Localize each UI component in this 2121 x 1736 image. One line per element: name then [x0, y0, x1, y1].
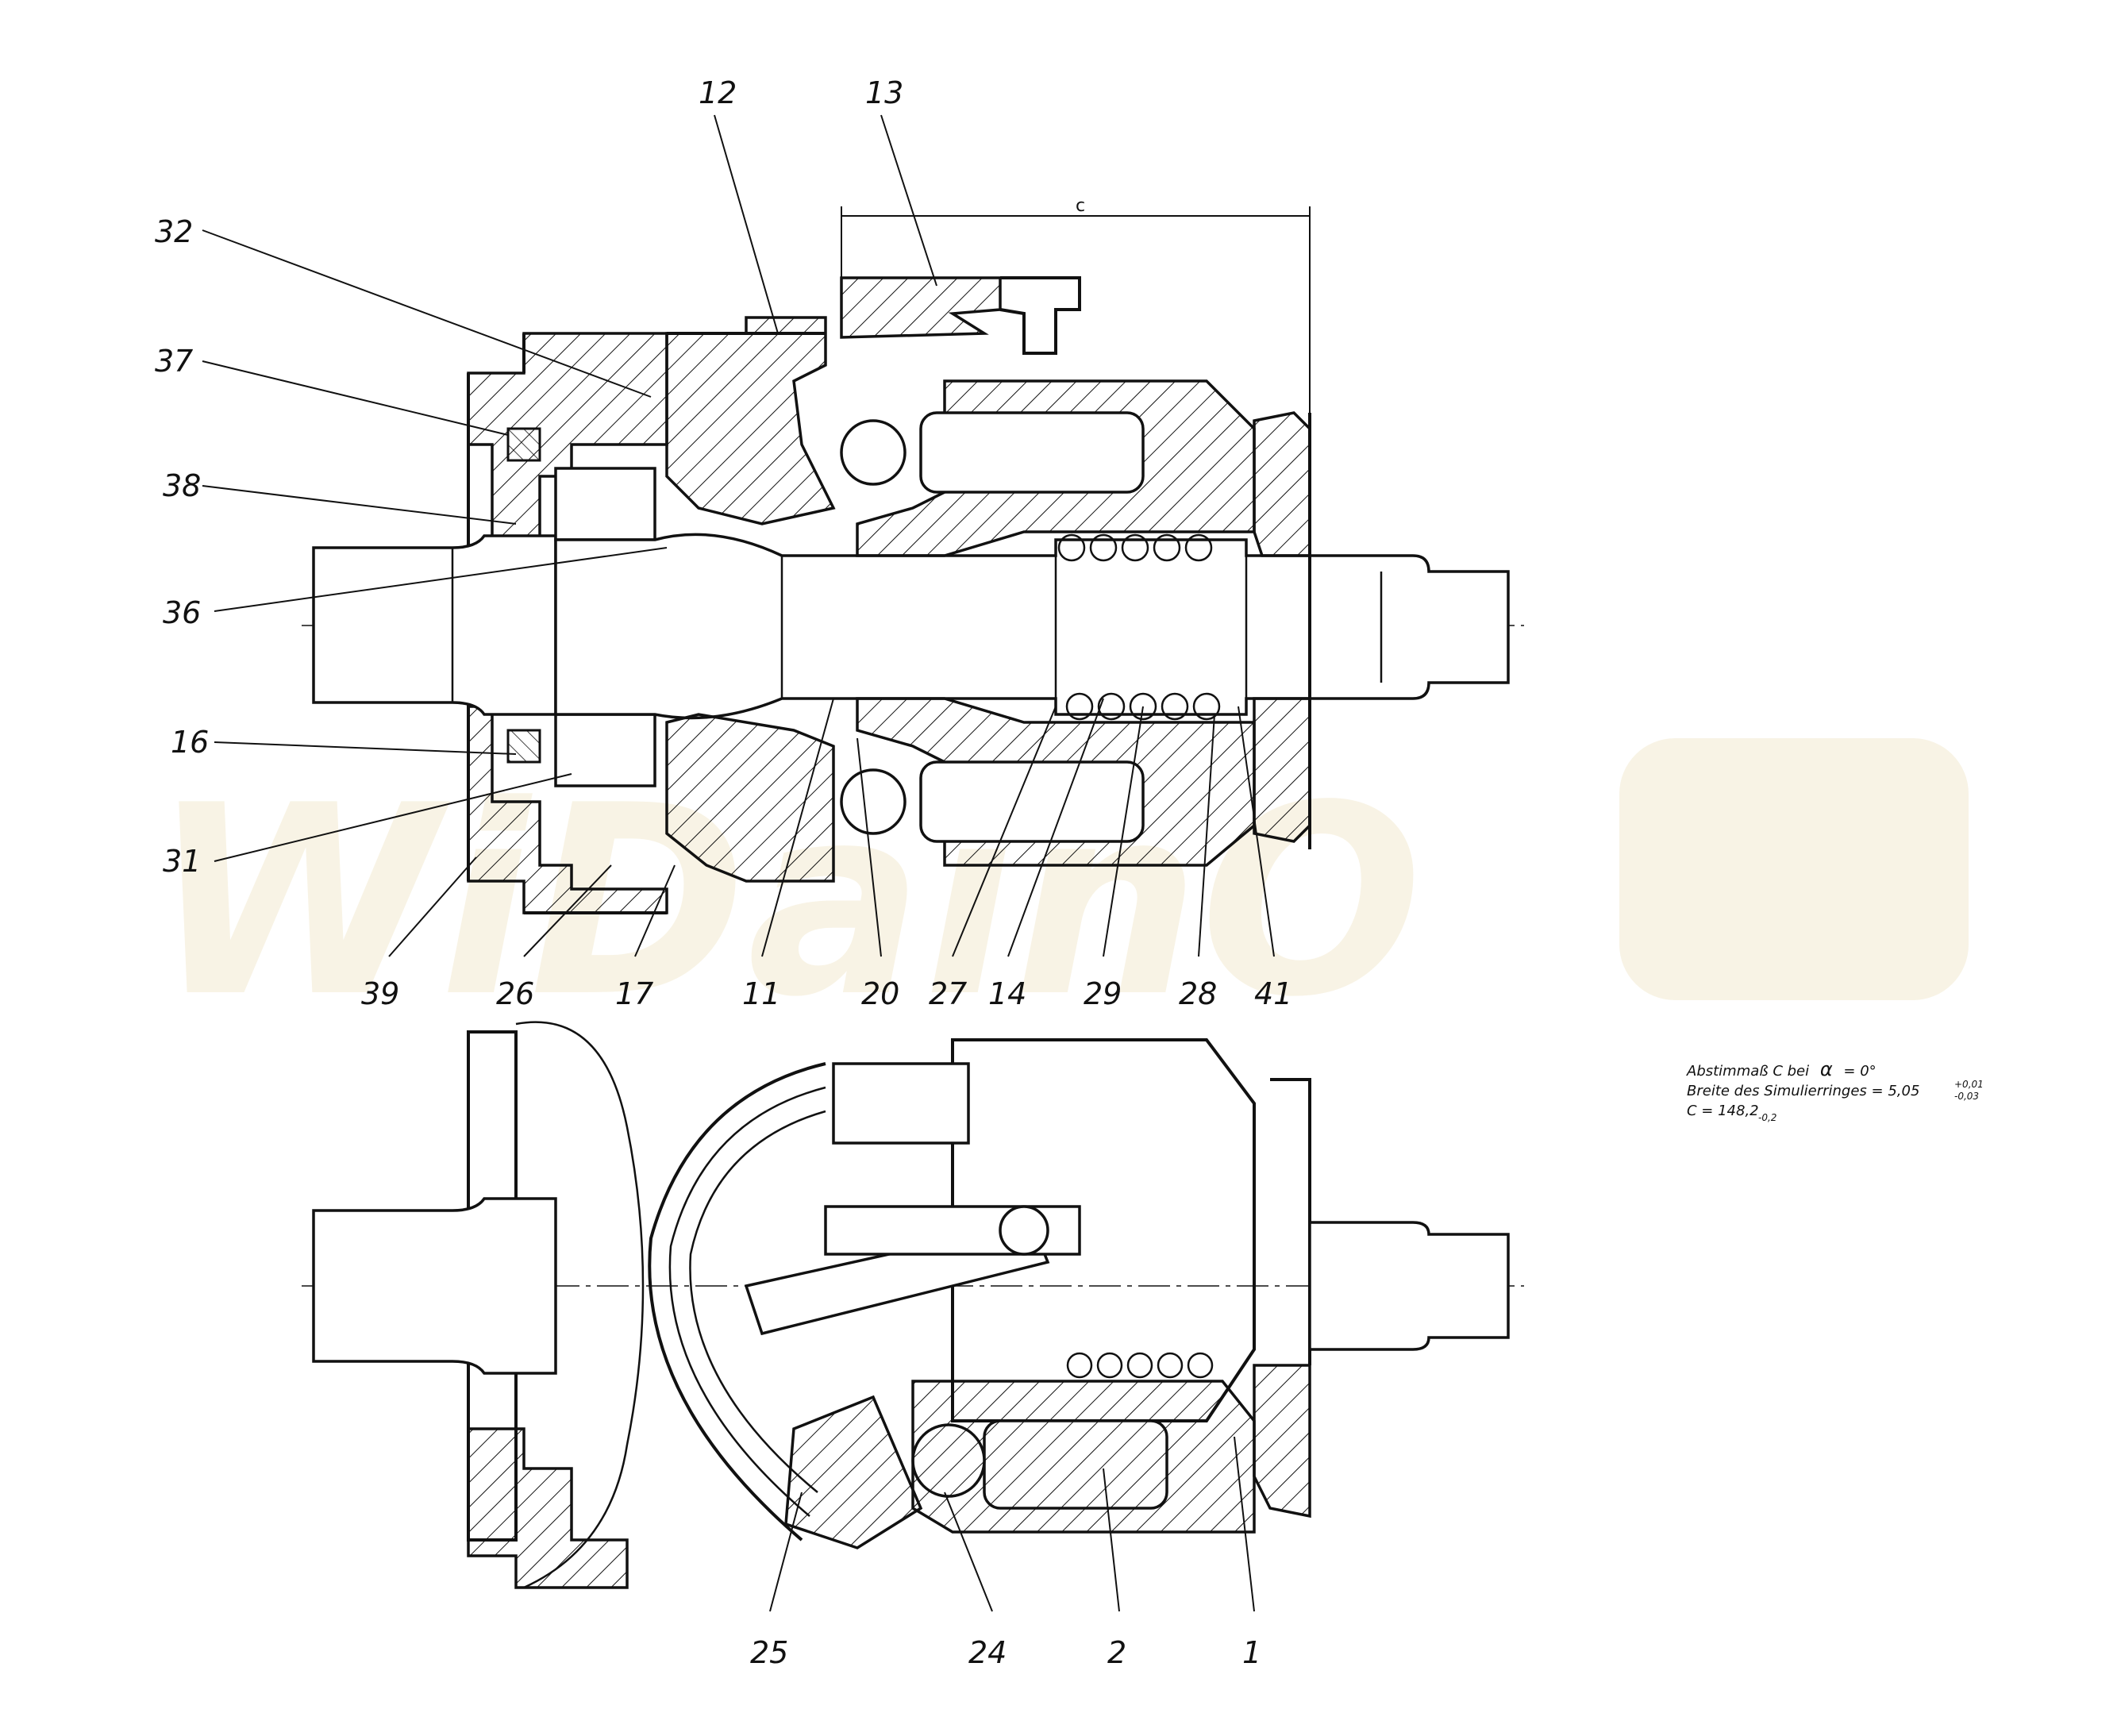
bottom-input-shaft [312, 1197, 557, 1375]
watermark-tractor-badge [1619, 738, 1969, 1000]
callout-12: 12 [699, 75, 737, 110]
bearing-left-upper [554, 467, 656, 541]
note-line-1: Abstimmaß C bei α = 0° [1686, 1058, 1877, 1080]
note-line-1-alpha: α [1820, 1058, 1833, 1080]
callout-16: 16 [171, 725, 209, 760]
bottom-port-plate [1253, 1364, 1311, 1519]
spring-coils-upper [1057, 533, 1213, 562]
seal-38-upper [506, 427, 541, 462]
note-line-1-prefix: Abstimmaß C bei [1686, 1063, 1809, 1080]
piston-upper [919, 411, 1145, 494]
callout-41: 41 [1254, 976, 1292, 1011]
callout-37: 37 [155, 344, 193, 379]
callout-27: 27 [929, 976, 967, 1011]
callout-26: 26 [496, 976, 534, 1011]
lever-13-end [999, 276, 1081, 355]
callout-36: 36 [163, 595, 201, 630]
leader-lines [202, 114, 1275, 1612]
callout-29: 29 [1084, 976, 1122, 1011]
callout-25: 25 [750, 1635, 788, 1670]
piston-ball-lower [840, 768, 907, 835]
note-line-3: C = 148,2 [1687, 1103, 1759, 1119]
bottom-piston-upper [832, 1062, 970, 1145]
swash-yoke-arc-mid [668, 1086, 826, 1517]
bottom-swash-plate-25 [784, 1395, 923, 1549]
swash-yoke-arc-inner [689, 1110, 826, 1493]
piston-ball-upper [840, 419, 907, 486]
note-line-2-prefix: Breite des Simulierringes = 5,05 [1687, 1083, 1919, 1099]
callouts: 12 13 32 37 38 36 16 31 39 26 17 11 20 2… [155, 75, 1292, 1670]
callout-14: 14 [988, 976, 1026, 1011]
note-line-3-prefix: C = 148,2 [1687, 1103, 1759, 1119]
seal-16-lower [506, 729, 541, 764]
bottom-spring-coils [1066, 1352, 1214, 1379]
lever-13 [840, 276, 1002, 339]
control-pin [999, 1205, 1049, 1256]
bottom-output-shaft [1308, 1221, 1510, 1351]
housing-12-lower [665, 713, 835, 883]
callout-11: 11 [742, 976, 780, 1011]
note-line-3-tolerance: -0,2 [1758, 1112, 1776, 1123]
swash-yoke-arc-outer [648, 1062, 826, 1542]
callout-31: 31 [163, 844, 201, 879]
port-plate-lower [1253, 697, 1311, 843]
bottom-barrel-hatched [911, 1380, 1256, 1534]
callout-24: 24 [968, 1635, 1007, 1670]
bottom-left-flange-lower [467, 1427, 629, 1589]
note-line-2: Breite des Simulierringes = 5,05 [1687, 1083, 1919, 1099]
callout-20: 20 [861, 976, 899, 1011]
dimension-c: c [841, 196, 1311, 413]
adjustment-notes: Abstimmaß C bei α = 0° Breite des Simuli… [1686, 1058, 1984, 1123]
callout-2: 2 [1107, 1635, 1126, 1670]
callout-13: 13 [865, 75, 903, 110]
input-shaft-left [312, 534, 557, 716]
callout-1: 1 [1242, 1635, 1261, 1670]
note-line-1-suffix: = 0° [1843, 1063, 1876, 1080]
bottom-flange-outer-curve [515, 1021, 645, 1589]
left-flange-housing-lower [467, 705, 668, 914]
note-line-2-lower-tolerance: -0,03 [1954, 1091, 1979, 1102]
callout-32: 32 [155, 214, 193, 249]
port-plate-upper [1253, 411, 1311, 557]
piston-lower [919, 760, 1145, 843]
top-section-view: c [302, 196, 1524, 914]
bottom-right-end [1270, 1078, 1311, 1365]
bottom-view [302, 1021, 1524, 1589]
callout-28: 28 [1179, 976, 1217, 1011]
drive-shaft [554, 533, 1510, 720]
spring-coils-lower [1065, 692, 1221, 721]
housing-12 [665, 316, 836, 525]
bearing-left-lower [554, 713, 656, 787]
note-line-2-upper-tolerance: +0,01 [1954, 1079, 1984, 1090]
callout-38: 38 [163, 468, 201, 503]
callout-39: 39 [361, 976, 399, 1011]
dimension-c-letter: c [1076, 196, 1085, 216]
callout-17: 17 [615, 976, 653, 1011]
